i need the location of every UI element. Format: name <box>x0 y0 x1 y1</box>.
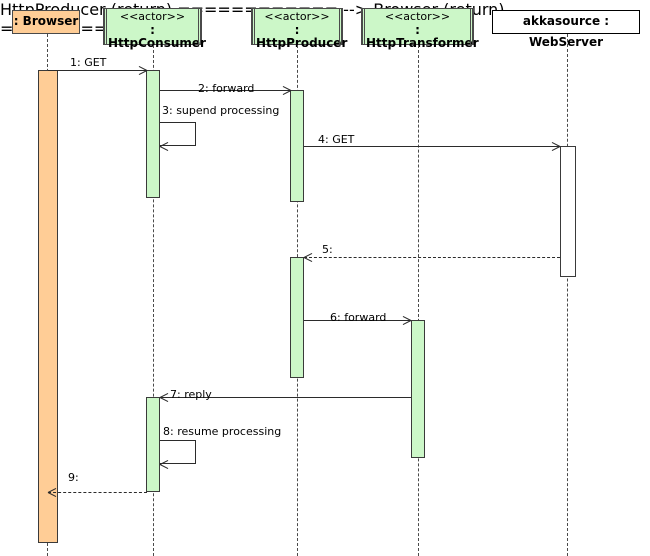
lifeline-httpconsumer <box>153 45 154 556</box>
participant-httpconsumer-stereotype: <<actor>> <box>119 10 186 23</box>
participant-webserver-label: akkasource : WebServer <box>522 14 610 49</box>
message-4-arrowhead <box>551 146 560 155</box>
participant-httpproducer-label: : HttpProducer <box>256 22 348 51</box>
participant-httptransformer[interactable]: <<actor>> : HttpTransformer <box>361 8 479 50</box>
participant-httptransformer-label: : HttpTransformer <box>366 22 479 51</box>
activation-httpproducer-1 <box>290 90 304 202</box>
participant-browser[interactable]: : Browser <box>12 10 80 34</box>
message-5-arrowhead <box>304 257 313 266</box>
message-3-self-loop <box>160 122 196 146</box>
message-9-arrowhead <box>48 492 57 501</box>
participant-httpproducer-stereotype: <<actor>> <box>264 10 330 23</box>
participant-httpconsumer-label: : HttpConsumer <box>108 22 206 51</box>
message-6-label: 6: forward <box>330 311 387 324</box>
message-4-line <box>304 146 560 147</box>
message-1-arrowhead <box>138 70 147 79</box>
message-9-label: 9: <box>68 471 79 484</box>
message-2-line <box>160 90 291 91</box>
message-4-label: 4: GET <box>318 133 355 146</box>
message-5-label: 5: <box>322 243 333 256</box>
message-6-line <box>304 320 411 321</box>
message-7-arrowhead <box>160 397 169 406</box>
message-9-line <box>48 492 147 493</box>
message-2-arrowhead <box>282 90 291 99</box>
message-7-label: 7: reply <box>170 388 212 401</box>
participant-browser-label: : Browser <box>13 14 79 28</box>
message-6-arrowhead <box>402 320 411 329</box>
message-5-line <box>304 257 560 258</box>
participant-httpproducer[interactable]: <<actor>> : HttpProducer <box>251 8 347 50</box>
activation-httptransformer <box>411 320 425 458</box>
activation-webserver <box>560 146 576 277</box>
message-7-line <box>160 397 411 398</box>
activation-httpconsumer-2 <box>146 397 160 492</box>
lifeline-webserver <box>567 34 568 556</box>
activation-httpproducer-2 <box>290 257 304 378</box>
lifeline-httptransformer <box>418 45 419 556</box>
participant-httpconsumer[interactable]: <<actor>> : HttpConsumer <box>103 8 206 50</box>
activation-browser <box>38 70 58 543</box>
message-1-label: 1: GET <box>70 56 107 69</box>
activation-httpconsumer-1 <box>146 70 160 198</box>
message-8-label: 8: resume processing <box>163 425 282 438</box>
message-8-arrowhead <box>160 464 169 473</box>
participant-httptransformer-stereotype: <<actor>> <box>384 10 451 23</box>
participant-webserver[interactable]: akkasource : WebServer <box>492 10 640 49</box>
message-3-arrowhead <box>160 146 169 155</box>
message-8-self-loop <box>160 440 196 464</box>
message-3-label: 3: supend processing <box>162 104 280 117</box>
message-2-label: 2: forward <box>198 82 255 95</box>
message-1-line <box>48 70 147 71</box>
